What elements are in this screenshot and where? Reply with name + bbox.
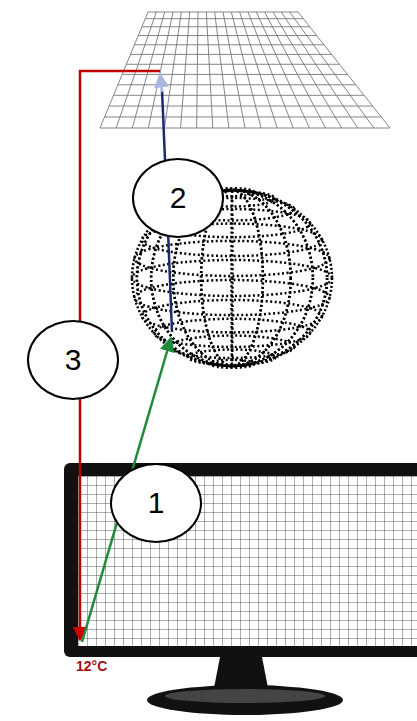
- temperature-label: 12°C: [76, 658, 107, 674]
- monitor-bezel: [64, 463, 417, 657]
- blue-arrow-tip: [160, 74, 162, 92]
- monitor-base: [147, 685, 343, 715]
- monitor: [64, 463, 417, 715]
- callout-number: 3: [27, 320, 119, 400]
- callout-number: 2: [132, 158, 224, 238]
- monitor-neck: [214, 657, 268, 688]
- monitor-base-top: [165, 689, 325, 703]
- callout-number: 1: [110, 463, 202, 543]
